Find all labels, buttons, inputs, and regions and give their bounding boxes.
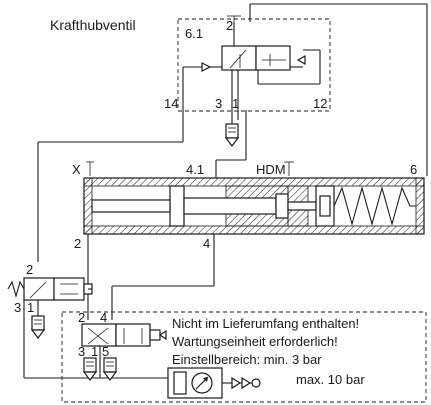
bottom-valve-label-2: 2 bbox=[78, 310, 85, 325]
bottom-valve-label-3: 3 bbox=[78, 344, 85, 359]
pressure-source-icon bbox=[251, 378, 261, 388]
left-valve-label-1: 1 bbox=[27, 300, 34, 315]
valve-silencer bbox=[225, 123, 239, 139]
port-label-1: 1 bbox=[232, 96, 239, 111]
bottom-valve-label-5: 5 bbox=[102, 344, 109, 359]
stem-head bbox=[275, 193, 289, 219]
port-label-14: 14 bbox=[164, 96, 178, 111]
bottom-silencer-1 bbox=[83, 357, 97, 373]
supply-arrow-icon bbox=[231, 376, 242, 390]
port-label-12: 12 bbox=[313, 96, 327, 111]
supply-check-icon bbox=[241, 376, 252, 390]
spring-piston-hub bbox=[319, 195, 331, 217]
note-maintenance: Wartungseinheit erforderlich! bbox=[172, 334, 338, 349]
left-valve-spring-icon bbox=[7, 280, 25, 299]
piston-stem bbox=[183, 197, 277, 215]
port-label-6: 6 bbox=[410, 162, 417, 177]
bottom-exhaust-2-icon bbox=[102, 371, 118, 381]
return-spring-icon bbox=[333, 185, 416, 227]
port-label-2-cyl: 2 bbox=[74, 236, 81, 251]
left-valve-cell-b bbox=[53, 277, 85, 301]
note-range-max: max. 10 bar bbox=[296, 372, 365, 387]
left-valve-label-2: 2 bbox=[26, 262, 33, 277]
left-exhaust-icon bbox=[30, 329, 46, 339]
bottom-valve-label-4: 4 bbox=[100, 310, 107, 325]
port-label-6-1: 6.1 bbox=[185, 26, 203, 41]
note-range-min: Einstellbereich: min. 3 bar bbox=[172, 352, 322, 367]
check-valve-icon bbox=[296, 54, 306, 66]
stem-link bbox=[287, 201, 317, 211]
pilot-arrow-icon bbox=[201, 62, 212, 72]
note-not-included: Nicht im Lieferumfang enthalten! bbox=[172, 316, 359, 331]
valve-title: Krafthubventil bbox=[50, 17, 136, 33]
piston bbox=[169, 185, 185, 227]
bottom-valve-label-1: 1 bbox=[91, 344, 98, 359]
port-label-4-1: 4.1 bbox=[186, 162, 204, 177]
port-label-2-top: 2 bbox=[226, 18, 233, 33]
left-valve-label-3: 3 bbox=[14, 300, 21, 315]
bottom-valve-cell-b bbox=[115, 323, 151, 347]
port-label-3: 3 bbox=[215, 96, 222, 111]
exhaust-triangle-icon bbox=[224, 137, 240, 147]
port-label-x: X bbox=[72, 162, 81, 177]
port-label-4-cyl: 4 bbox=[203, 236, 210, 251]
bottom-silencer-2 bbox=[103, 357, 117, 373]
bottom-valve-actuator bbox=[149, 329, 161, 341]
bottom-exhaust-1-icon bbox=[82, 371, 98, 381]
not-included-box bbox=[61, 311, 427, 403]
left-silencer bbox=[31, 315, 45, 331]
valve-cell-right bbox=[255, 45, 291, 71]
piston-rod bbox=[91, 199, 171, 213]
hdm-label: HDM bbox=[256, 162, 286, 177]
service-unit-filter bbox=[173, 371, 187, 395]
valve-housing-outline bbox=[177, 18, 331, 112]
bottom-valve-pilot-icon bbox=[158, 329, 167, 341]
